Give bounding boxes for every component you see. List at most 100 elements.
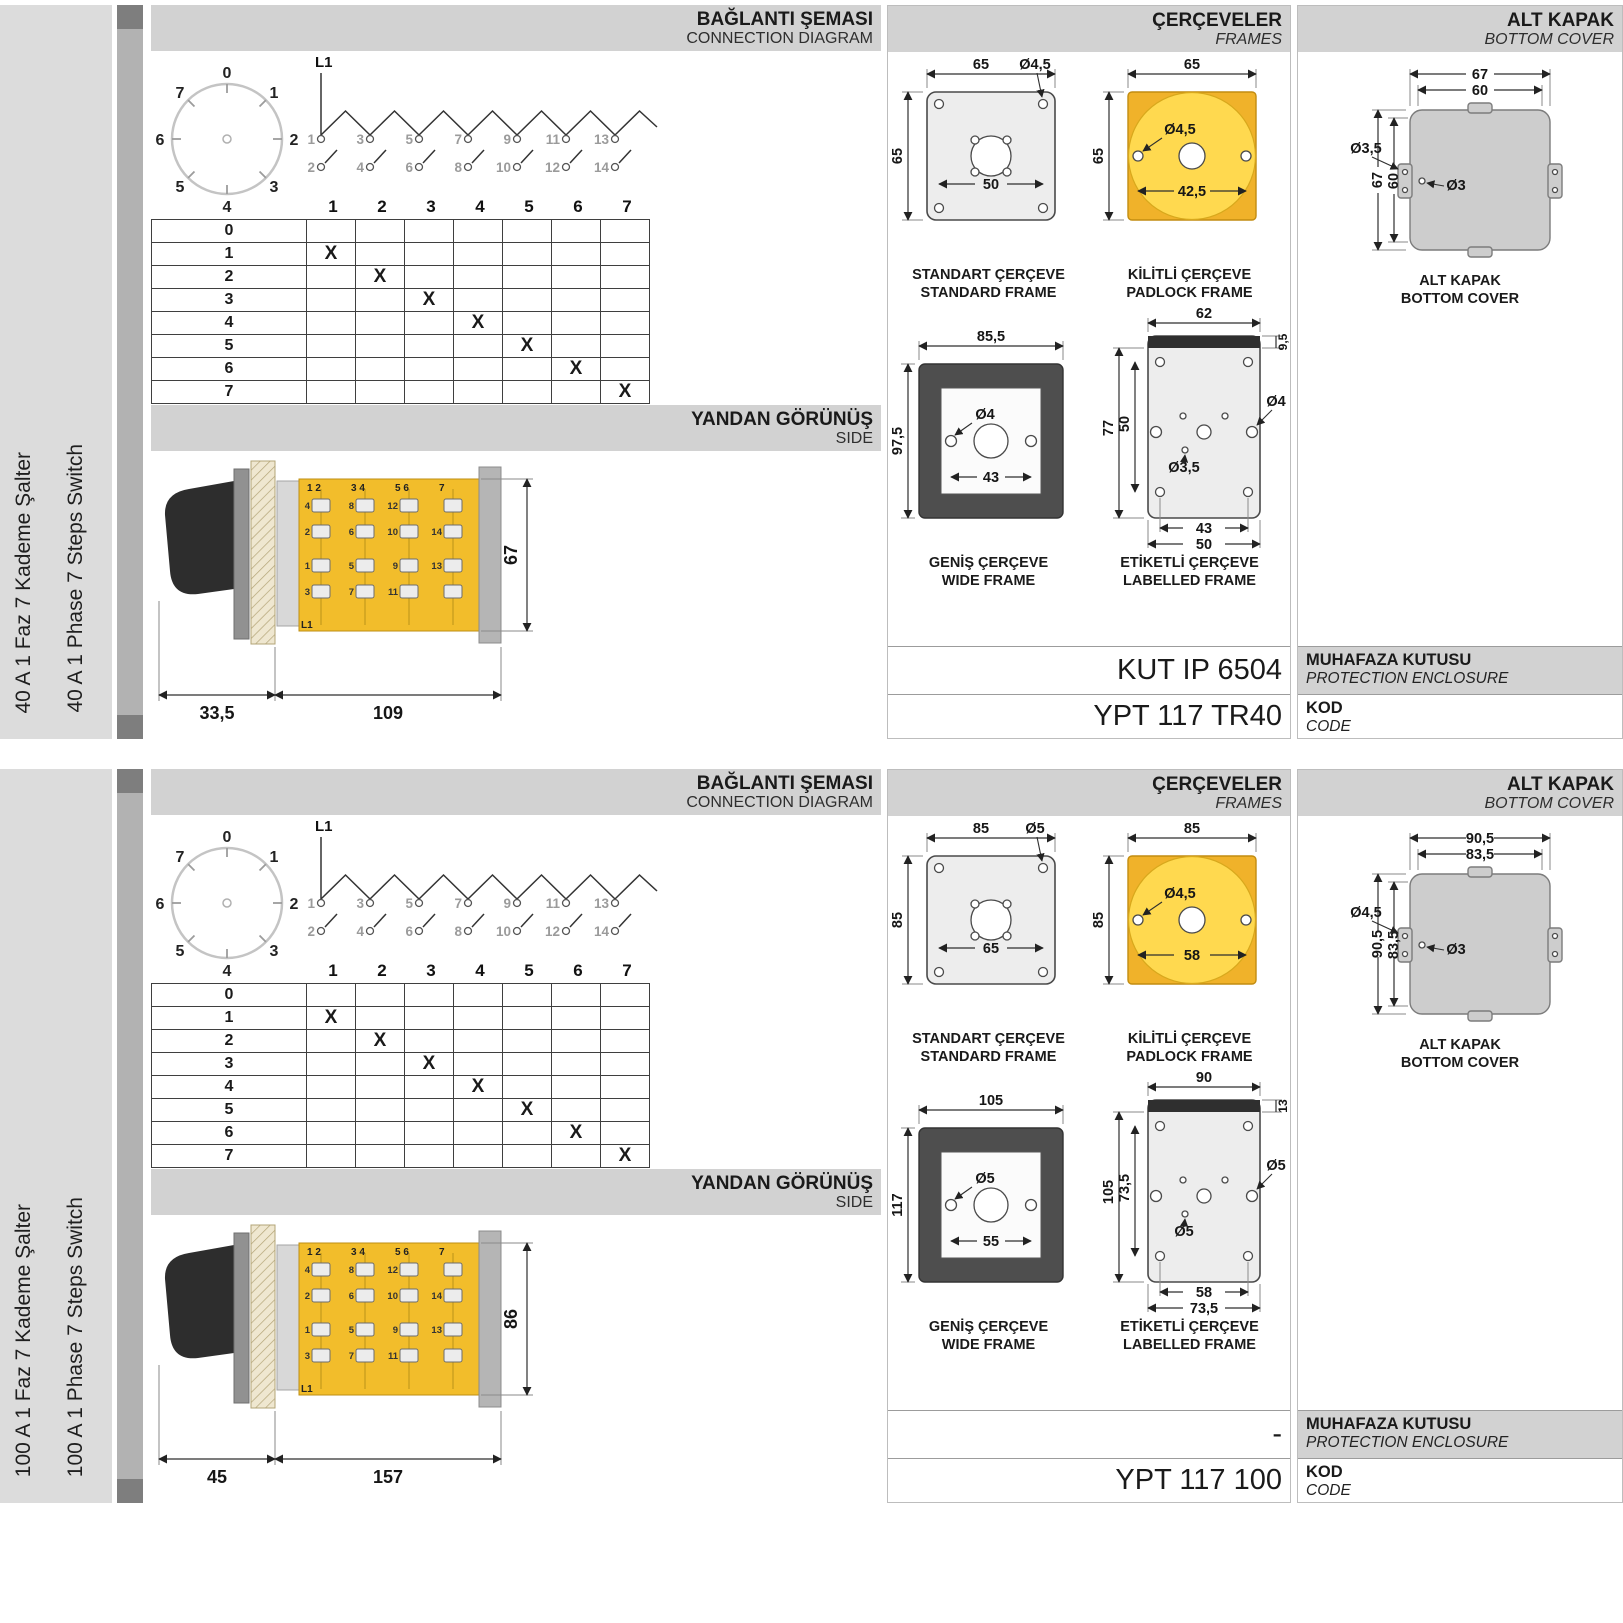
svg-text:4: 4 [475,961,485,980]
step-cell [551,242,601,266]
dim-label: 85 [972,821,988,837]
step-cell [502,357,552,381]
svg-text:8: 8 [454,924,462,939]
step-cell [306,1029,356,1053]
side-dimensions: 45 157 86 [158,1242,533,1487]
connection-column: BAĞLANTI ŞEMASI CONNECTION DIAGRAM [151,769,881,1503]
dim-label: Ø4,5 [1164,122,1195,138]
code-label-tr: KOD [1306,1463,1343,1481]
dim-label: 90,5 [1370,930,1386,958]
step-cell [600,1098,650,1122]
dim-label: 90 [1195,1070,1211,1086]
labelled-frame-figure: 90 13 105 73,5 Ø5 Ø5 [1101,1070,1290,1316]
step-cell [453,1029,503,1053]
switch-side-drawing [164,1224,502,1409]
side-label-column: 40 A 1 Faz 7 Kademe Şalter 40 A 1 Phase … [0,5,112,739]
bottom-cover-drawing [1397,102,1563,258]
dim-label: 67 [1472,67,1488,83]
svg-text:3: 3 [426,961,435,980]
step-cell [355,983,405,1007]
side-label-column: 100 A 1 Faz 7 Kademe Şalter 100 A 1 Phas… [0,769,112,1503]
svg-text:13: 13 [431,1325,442,1336]
step-cell [551,265,601,289]
l1-label: L1 [315,818,333,835]
dim-label: 13 [1276,1099,1290,1113]
step-cell [551,311,601,335]
dim-label: 50 [1117,416,1133,432]
svg-text:7: 7 [349,1351,354,1362]
svg-text:9: 9 [393,561,398,572]
contact-chain [316,837,658,936]
svg-text:9: 9 [503,896,511,911]
step-cell [600,288,650,312]
svg-text:4: 4 [475,197,485,216]
step-cell [600,983,650,1007]
step-cell [404,1029,454,1053]
step-cell [355,219,405,243]
step-label: 2 [151,265,307,289]
step-cell [355,334,405,358]
enclosure-code-value: - [888,1410,1290,1458]
svg-text:3: 3 [356,896,364,911]
svg-text:5 6: 5 6 [395,1247,409,1258]
labelled-frame-dimensions: 62 9,5 77 50 Ø4 Ø3,5 [1101,306,1290,552]
frames-header: ÇERÇEVELER FRAMES [888,6,1290,52]
dim-label: 42,5 [1177,184,1205,200]
step-cell [404,1121,454,1145]
step-row: 0 [151,219,650,243]
step-cell [306,1121,356,1145]
step-cell [502,1144,552,1168]
dim-label: 62 [1195,306,1211,322]
svg-text:1: 1 [305,561,311,572]
standard-frame-figure: 65 Ø4,5 65 50 [890,57,1056,221]
wide-frame-figure: 85,5 97,5 Ø4 43 [890,329,1064,520]
step-cell [355,288,405,312]
step-cell [355,1075,405,1099]
step-cell: X [453,1075,503,1099]
step-cell [306,1075,356,1099]
spacer-plate [276,1244,300,1391]
step-cell [600,265,650,289]
svg-text:13: 13 [594,132,610,147]
step-label: 5 [151,1098,307,1122]
svg-text:7: 7 [622,961,631,980]
frames-grid: 85 Ø5 85 65 STANDART ÇERÇEVE [888,816,1290,1410]
svg-text:12: 12 [387,1265,398,1276]
dim-label: 73,5 [1117,1174,1133,1202]
dim-label: 9,5 [1276,334,1290,351]
step-label: 7 [151,380,307,404]
code-label-tr: KOD [1306,699,1343,717]
side-view-header: YANDAN GÖRÜNÜŞ SIDE [151,1169,881,1215]
svg-text:0: 0 [223,829,232,846]
labelled-frame-dimensions: 90 13 105 73,5 Ø5 Ø5 [1101,1070,1290,1316]
dim-label: 60 [1472,83,1488,99]
padlock-frame-drawing [1126,855,1257,985]
svg-text:6: 6 [349,1291,354,1302]
connection-header: BAĞLANTI ŞEMASI CONNECTION DIAGRAM [151,769,881,815]
dim-label: 65 [1091,148,1107,164]
svg-text:3: 3 [270,179,279,196]
step-cell [355,311,405,335]
standard-frame-dimensions: 85 Ø5 85 65 [890,821,1056,985]
product-panel: 40 A 1 Faz 7 Kademe Şalter 40 A 1 Phase … [0,5,1623,739]
step-cell: X [404,288,454,312]
step-cell [453,1098,503,1122]
enclosure-label-tr: MUHAFAZA KUTUSU [1306,1415,1472,1433]
dim-label: Ø5 [1025,821,1044,837]
enclosure-label-tr: MUHAFAZA KUTUSU [1306,651,1472,669]
dial-position-labels: 0 1 2 3 4 5 6 7 [156,65,299,216]
standard-frame: 85 Ø5 85 65 STANDART ÇERÇEVE [888,820,1089,1066]
svg-text:4: 4 [223,199,232,216]
step-cell [306,265,356,289]
step-cell [502,1029,552,1053]
svg-text:11: 11 [546,132,561,147]
svg-text:4: 4 [356,924,364,939]
labelled-frame-figure: 62 9,5 77 50 Ø4 Ø3,5 [1101,306,1290,552]
spacer-plate [276,480,300,627]
step-cell: X [502,1098,552,1122]
dim-label: Ø3 [1446,178,1465,194]
side-l1-label: L1 [301,1384,313,1395]
step-label: 0 [151,983,307,1007]
rotary-dial-figure: 0 1 2 3 4 5 6 7 [156,65,299,216]
